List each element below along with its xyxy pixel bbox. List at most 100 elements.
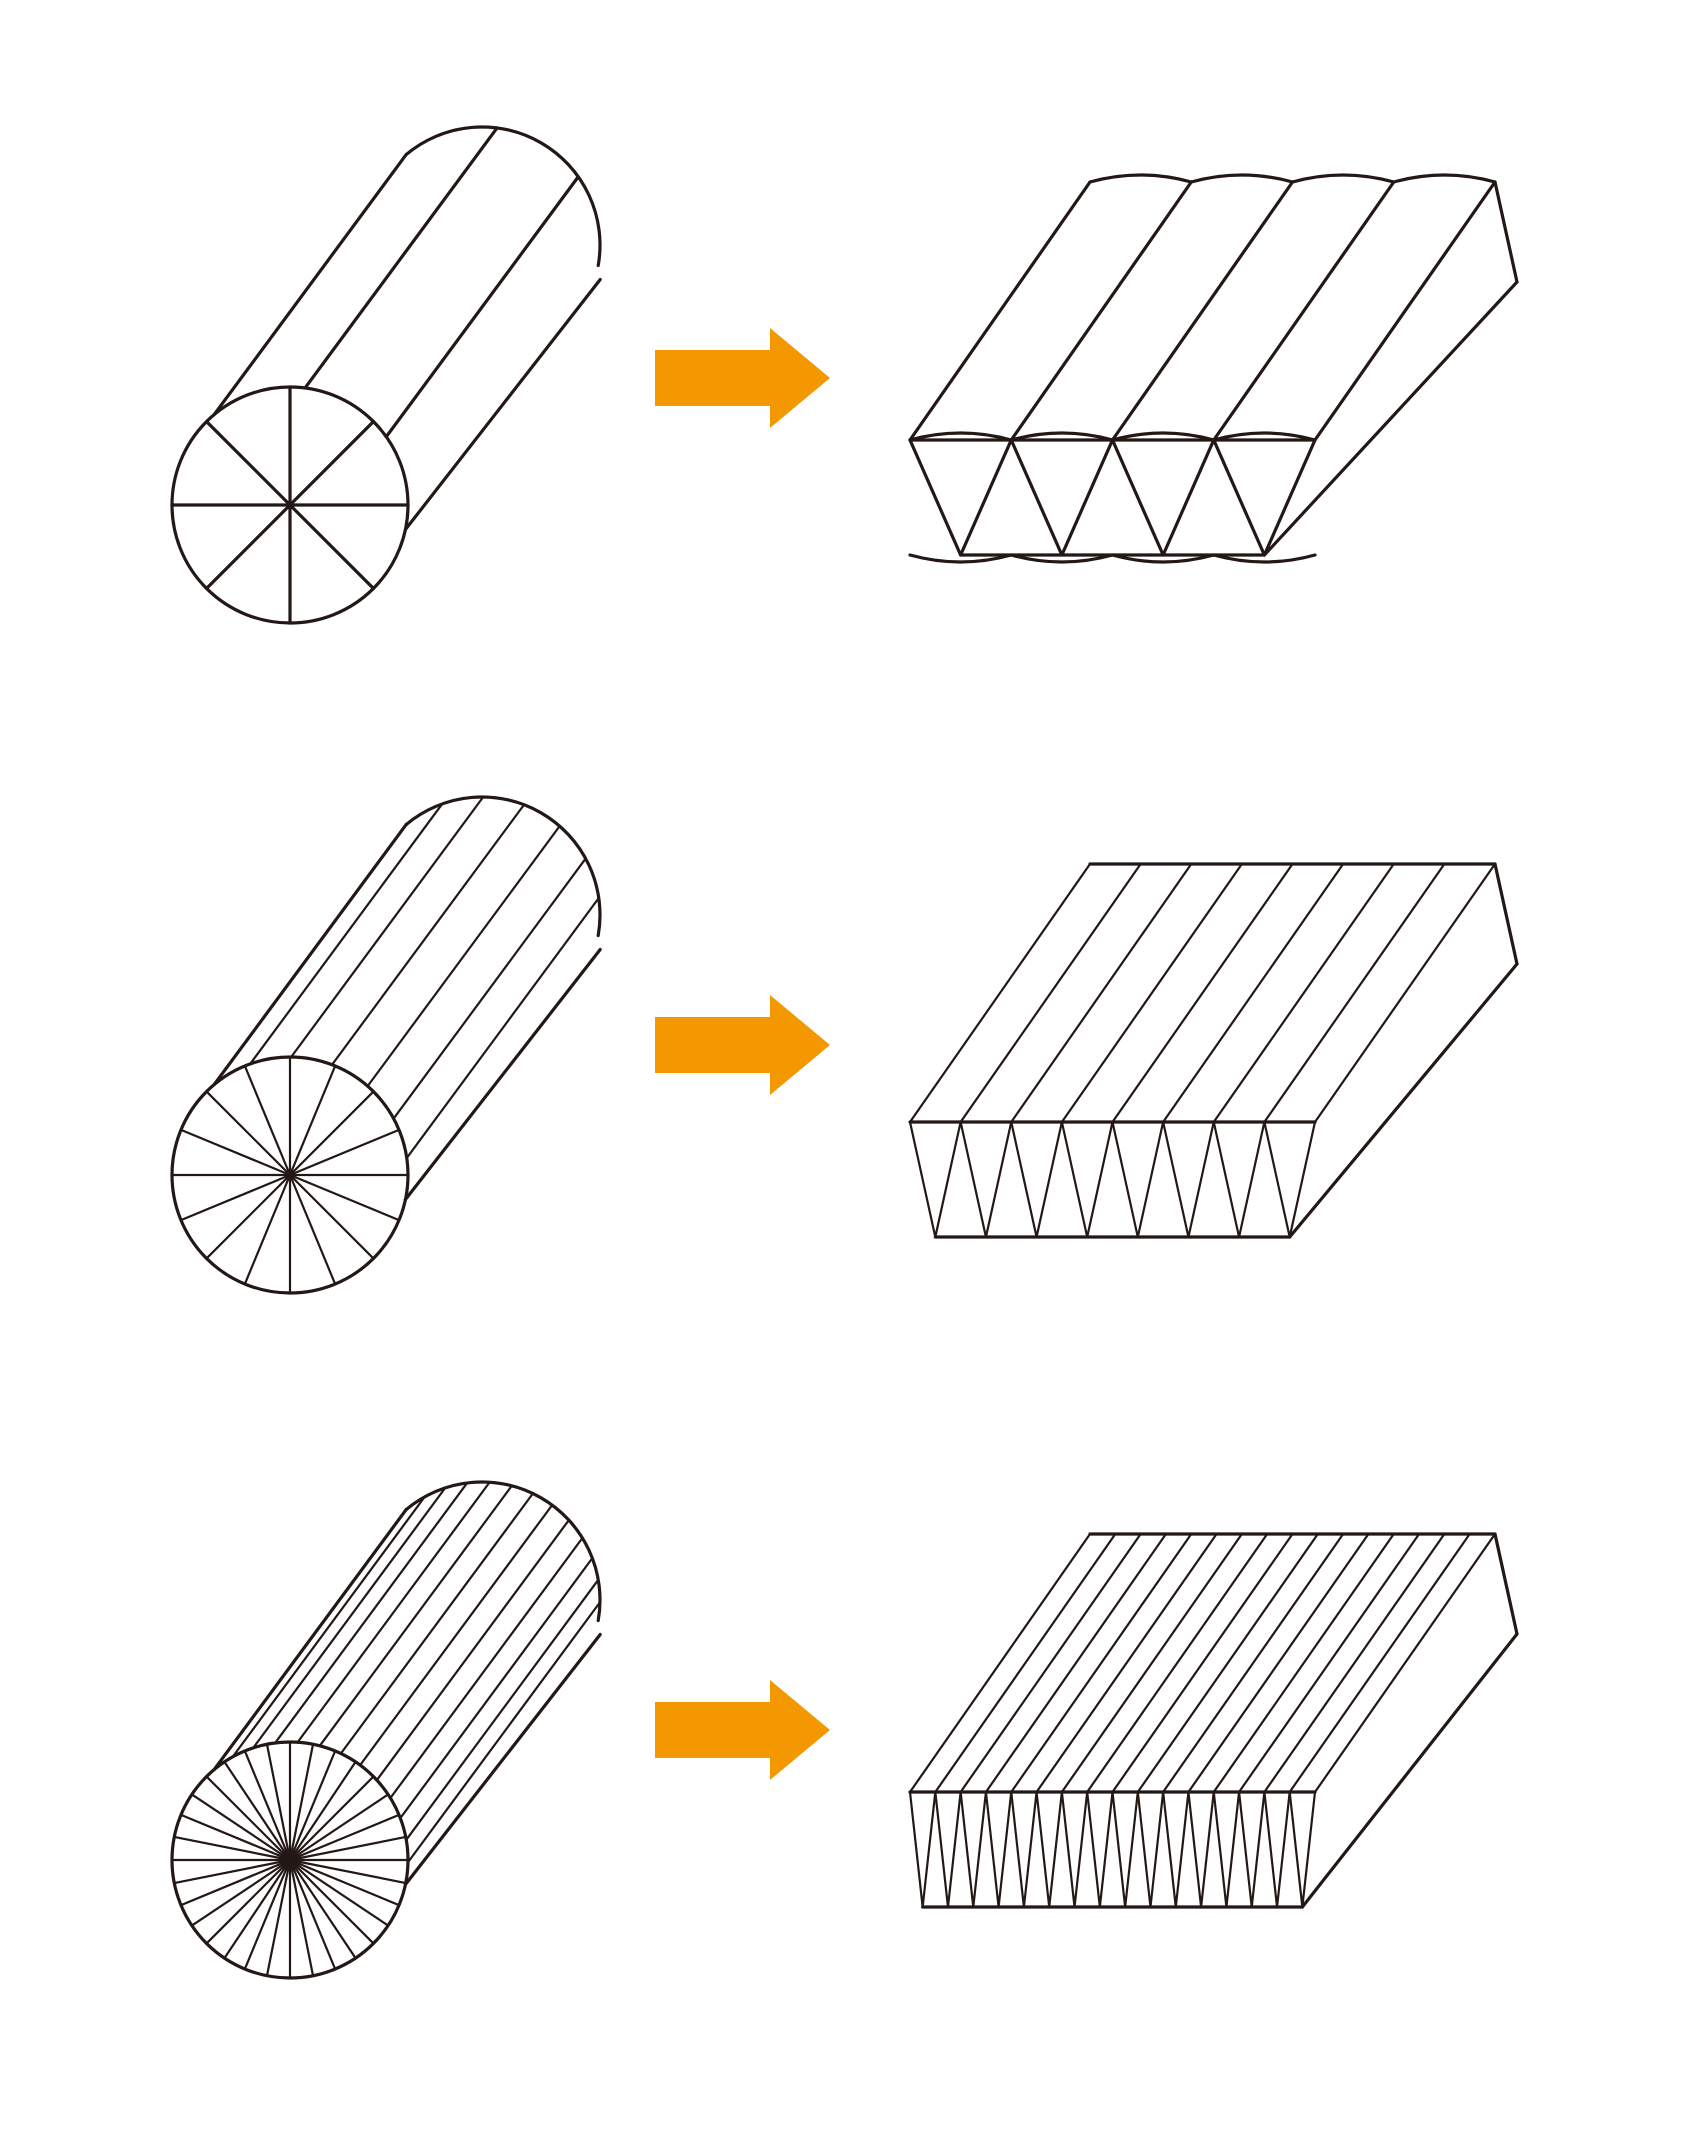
disc-sector-line — [288, 1760, 357, 1862]
slab-ridge-line — [1313, 180, 1497, 442]
slab-back-arch — [1290, 173, 1396, 184]
slab-wedge — [1162, 1790, 1190, 1909]
disc-sector-line — [190, 1858, 292, 1927]
slab-wedge — [1060, 1790, 1089, 1909]
cylinder-bottom-edge — [403, 277, 602, 532]
slab-side-bottom-edge — [1288, 962, 1519, 1239]
slab-wedge — [1288, 1790, 1317, 1909]
cylinder-back-arc — [404, 1480, 602, 1623]
slab-wedge — [908, 1120, 962, 1239]
slab-ridge-line — [1212, 1532, 1395, 1794]
disc-sector-line — [288, 1173, 401, 1222]
cylinder-segment-line — [359, 1503, 554, 1767]
slab-wedge — [1263, 1120, 1317, 1239]
slab-ridge-line — [908, 180, 1092, 442]
slab-ridge-line — [1162, 1532, 1345, 1794]
disc-sector-line — [288, 1090, 375, 1177]
cylinder-segment-line — [406, 1601, 602, 1864]
cylinder-segment-line — [249, 802, 444, 1066]
disc-sector-line — [179, 1173, 292, 1222]
slab-back-arch — [1392, 173, 1497, 184]
slab-ridge-line — [959, 862, 1142, 1124]
slab-ridge-line — [959, 1532, 1142, 1794]
conversion-row-1 — [170, 125, 1519, 625]
slab-ridge-line — [1035, 1532, 1218, 1794]
disc-sector-line — [265, 1858, 292, 1977]
slab-ridge-line — [1136, 1532, 1319, 1794]
disc-sector-line — [288, 1858, 390, 1927]
disc-sector-line — [288, 1128, 401, 1177]
slab-wedge — [1111, 1790, 1139, 1909]
orange-arrow — [655, 995, 830, 1095]
cylinder-bottom-edge — [403, 1632, 602, 1887]
cylinder-segment-line — [303, 126, 499, 390]
slab-wedge — [1009, 438, 1115, 557]
disc-sector-line — [223, 1760, 292, 1862]
disc-sector-line — [223, 1858, 292, 1960]
slab-ridge-line — [1313, 862, 1497, 1124]
disc-sector-line — [243, 1064, 292, 1177]
slab-ridge-line — [1010, 862, 1193, 1124]
unfolded-slab — [908, 173, 1519, 564]
slab-wedge — [1110, 438, 1216, 557]
slab-ridge-line — [1288, 1532, 1471, 1794]
slab-wedge — [934, 1790, 962, 1909]
cylinder-segment-line — [252, 1486, 447, 1749]
unfolded-slab — [908, 1532, 1519, 1909]
slab-wedge — [1086, 1790, 1114, 1909]
disc-sector-line — [288, 503, 376, 591]
segmented-cylinder — [170, 795, 602, 1295]
slab-ridge-line — [1263, 862, 1446, 1124]
slab-ridge-line — [1060, 1532, 1243, 1794]
slab-wedge — [1010, 1120, 1063, 1239]
slab-front-arch — [908, 431, 1013, 442]
slab-side-back-edge — [1493, 180, 1519, 284]
slab-ridge-line — [1010, 1532, 1193, 1794]
slab-ridge-line — [934, 1532, 1117, 1794]
slab-front-arch — [1009, 431, 1115, 442]
disc-sector-line — [288, 1858, 357, 1960]
slab-wedge — [1263, 1790, 1291, 1909]
disc-sector-line — [204, 503, 292, 591]
slab-wedge — [1035, 1790, 1063, 1909]
slab-side-back-edge — [1493, 862, 1519, 966]
disc-sector-line — [288, 1858, 407, 1885]
slab-ridge-line — [1111, 862, 1294, 1124]
slab-ridge-line — [908, 1532, 1092, 1794]
disc-sector-line — [288, 1749, 337, 1862]
cylinder-segment-line — [318, 1484, 513, 1747]
disc-sector-line — [173, 1858, 292, 1885]
disc-sector-line — [205, 1775, 292, 1862]
slab-wedge — [1060, 1120, 1114, 1239]
disc-sector-line — [179, 1128, 292, 1177]
disc-sector-line — [265, 1743, 292, 1862]
cylinder-segment-line — [290, 795, 485, 1059]
disc-sector-line — [205, 1858, 292, 1945]
disc-sector-line — [243, 1749, 292, 1862]
disc-sector-line — [288, 1793, 390, 1862]
disc-sector-line — [205, 1173, 292, 1260]
slab-wedge — [1237, 1790, 1266, 1909]
disc-sector-line — [205, 1090, 292, 1177]
slab-ridge-line — [1263, 1532, 1446, 1794]
slab-ridge-line — [1060, 862, 1243, 1124]
disc-sector-line — [179, 1858, 292, 1907]
disc-sector-line — [288, 1858, 375, 1945]
cylinder-segment-line — [399, 1557, 594, 1820]
slab-bottom-arch — [1110, 553, 1216, 564]
disc-sector-line — [243, 1858, 292, 1971]
cylinder-top-edge — [212, 823, 408, 1087]
conversion-row-3 — [170, 1480, 1519, 1980]
unfolded-slab — [908, 862, 1519, 1239]
slab-ridge-line — [1162, 862, 1345, 1124]
slab-back-arch — [1088, 173, 1193, 184]
cylinder-segment-line — [384, 175, 580, 439]
disc-sector-line — [288, 1743, 315, 1862]
cylinder-back-arc — [404, 125, 602, 268]
cylinder-segment-line — [405, 1578, 600, 1841]
disc-sector-line — [190, 1793, 292, 1862]
orange-arrow — [655, 328, 830, 428]
disc-sector-line — [288, 1858, 315, 1977]
cylinder-segment-line — [231, 1495, 426, 1758]
